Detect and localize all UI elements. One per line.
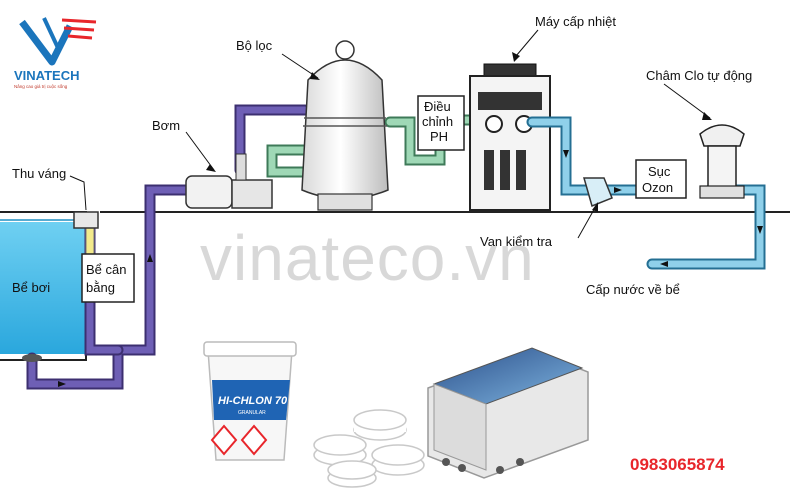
check-valve-label: Van kiểm tra [480,234,553,249]
chlorinator: Châm Clo tự động [646,68,752,199]
skimmer: Thu váng [12,166,99,229]
ph-label-2: chỉnh [422,114,453,129]
ozone-label-2: Ozon [642,180,673,195]
pump: Bơm [152,118,273,209]
balance-tank-label-2: bằng [86,280,115,295]
watermark: vinateco.vn [200,222,535,294]
pool: Bể bơi [0,211,87,361]
suction-pipes [26,104,311,390]
pump-label: Bơm [152,118,180,133]
filter-label: Bộ lọc [236,38,273,53]
ozone-label-1: Sục [648,164,671,179]
bucket-sub: GRANULAR [238,410,266,416]
sand-filter: Bộ lọc [236,38,389,211]
return-label: Cấp nước về bể [586,282,680,297]
bucket-brand: HI-CHLON 70 [218,395,288,407]
balance-tank: Bể cân bằng [81,253,135,303]
heater-label: Máy cấp nhiệt [535,14,616,29]
brand-name: VINATECH [14,68,79,83]
pool-label: Bể bơi [12,280,50,295]
skimmer-label: Thu váng [12,166,66,181]
heater: Máy cấp nhiệt [469,14,616,211]
balance-tank-label-1: Bể cân [86,262,126,277]
brand-tagline: Nâng cao giá trị cuộc sống [14,84,68,89]
pool-water [0,222,86,354]
chlorinator-label: Châm Clo tự động [646,68,752,83]
main-drain [22,354,42,362]
ph-control: Điều chỉnh PH [417,95,465,151]
vinatech-logo: VINATECH Nâng cao giá trị cuộc sống [14,17,97,89]
check-valve: Van kiểm tra [480,177,613,249]
ph-label-1: Điều [424,99,451,114]
control-panel [427,347,589,479]
ozone-box: Sục Ozon [635,159,687,199]
ph-label-3: PH [430,129,448,144]
chlorine-tablets [313,409,425,488]
flow-arrows-blue [563,150,763,267]
chlorine-bucket: HI-CHLON 70 GRANULAR [203,341,297,461]
phone-number: 0983065874 [630,455,725,474]
